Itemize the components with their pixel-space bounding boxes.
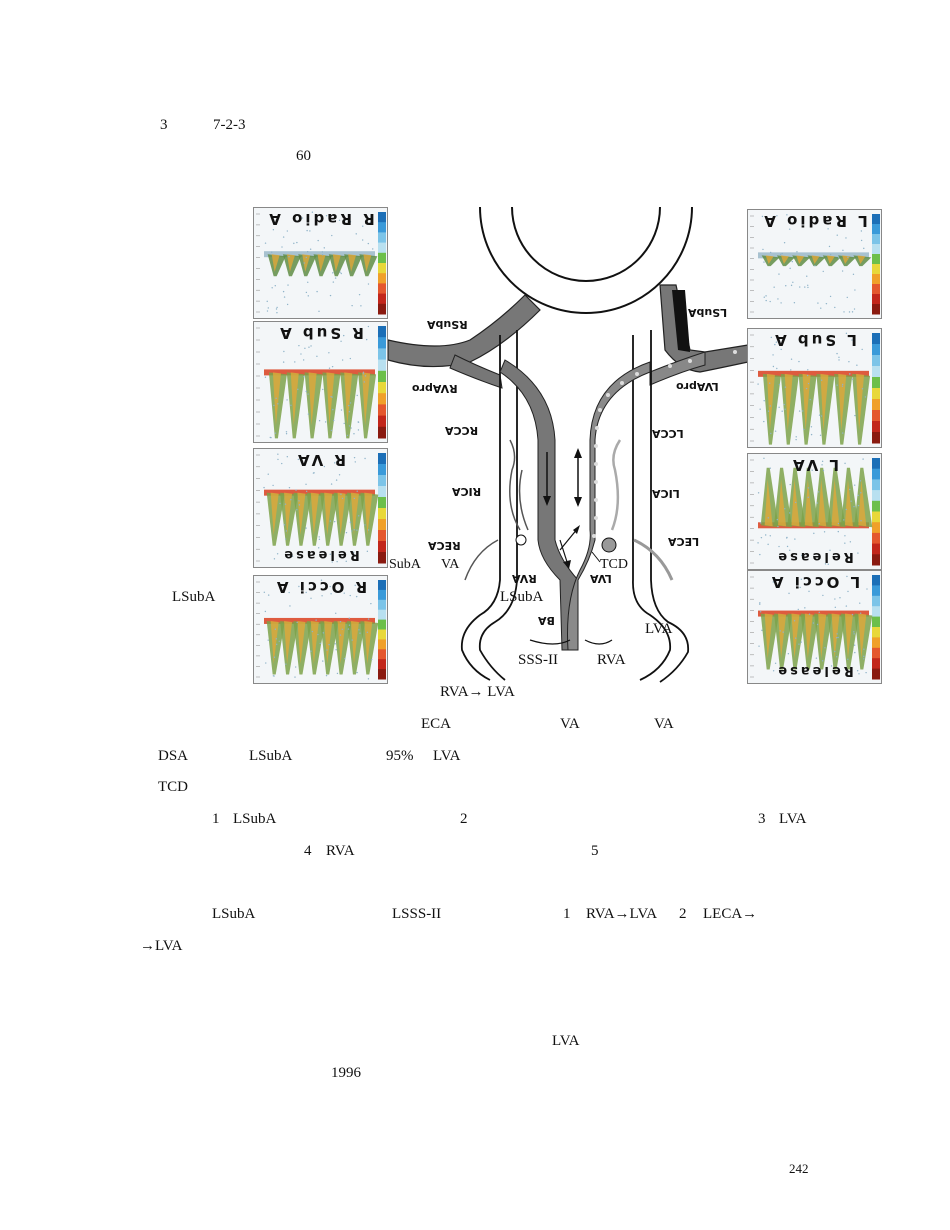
line6-n2: 2 [679,906,687,922]
line4-n2: 2 [460,811,468,827]
line6-lsss: LSSS-II [392,906,442,922]
label-rica: RICA [452,485,482,498]
doppler-panel-left-1: R Radio A [253,207,388,319]
label-lvapro: LVApro [676,380,719,393]
panel-label-right-3: L VA [790,456,839,474]
overlay-rva: RVA [597,652,626,668]
doppler-panel-left-2: R Sub A [253,321,388,443]
line4-n1: 1 [212,811,220,827]
label-rcca: RCCA [445,424,479,437]
doppler-spectrum-left-3 [256,453,386,564]
line5-n5: 5 [591,843,599,859]
section-number: 3 [160,117,168,133]
line2-lva: LVA [433,748,461,764]
overlay-lva: LVA [645,621,673,637]
panel-label-left-3: R VA [295,451,346,469]
doppler-panel-left-3: R VA Release [253,448,388,568]
doppler-panel-right-4: L Occi A Release [747,570,882,684]
label-lcca: LCCA [652,427,684,440]
label-lica: LICA [652,487,680,500]
label-rvapro: RVApro [412,382,458,395]
overlay-lsuba-mid: LSubA [500,589,544,605]
panel-label-left-1: R Radio A [266,210,375,228]
label-rsuba: RSubA [427,318,468,331]
line3-tcd: TCD [158,779,188,795]
line6-lsuba: LSubA [212,906,256,922]
line9-year: 1996 [331,1065,361,1081]
doppler-spectrum-left-1 [256,211,386,315]
figure-ref: 7-2-3 [213,117,246,133]
line6-leca: LECA→ [703,906,758,922]
vessel-diagram [387,206,749,683]
page-number: 242 [789,1161,809,1176]
line5-rva: RVA [326,843,355,859]
line2-lsuba: LSubA [249,748,293,764]
line8-lva: LVA [552,1033,580,1049]
panel-release-right-4: Release [775,663,854,678]
line1-va: VA [560,716,580,732]
figure-subcaption: RVA→ LVA [440,684,515,700]
overlay-sss: SSS-II [518,652,559,668]
label-lsuba: LSubA [688,306,728,319]
doppler-panel-left-4: R Occi A [253,575,388,684]
line6-rvalva: RVA→LVA [586,906,658,922]
caption-suba: SubA [389,557,421,572]
doppler-spectrum-right-4 [750,575,880,680]
doppler-panel-right-3: L VA Release [747,453,882,570]
panel-label-right-4: L Occi A [768,573,861,591]
doppler-spectrum-right-2 [750,332,880,445]
doppler-spectrum-left-4 [256,579,386,680]
line5-n4: 4 [304,843,312,859]
body-number: 60 [296,148,311,164]
line7-lva: →LVA [140,938,183,954]
line6-n1: 1 [563,906,571,922]
line2-dsa: DSA [158,748,189,764]
line1-va2: VA [654,716,674,732]
panel-label-right-2: L Sub A [772,331,857,349]
doppler-spectrum-right-3 [750,457,880,566]
label-lva: LVA [590,572,612,585]
caption-tcd: TCD [600,557,628,572]
panel-label-right-1: L Radio A [761,212,868,230]
label-ba: BA [538,614,555,627]
line4-n3: 3 [758,811,766,827]
label-leca: LECA [668,535,700,548]
doppler-spectrum-right-1 [750,214,880,315]
label-rva: RVA [512,572,537,585]
doppler-panel-right-1: L Radio A [747,209,882,319]
line4-lsuba: LSubA [233,811,277,827]
doppler-spectrum-left-2 [256,325,386,439]
doppler-panel-right-2: L Sub A [747,328,882,448]
line4-lva: LVA [779,811,807,827]
line1-eca: ECA [421,716,451,732]
label-reca: RECA [428,539,461,552]
panel-release-right-3: Release [775,549,854,564]
panel-label-left-2: R Sub A [277,324,364,342]
panel-label-left-4: R Occi A [273,578,368,596]
line2-percent: 95% [386,748,414,764]
panel-release-left-3: Release [281,547,360,562]
overlay-lsuba-left: LSubA [172,589,216,605]
caption-va: VA [441,557,460,572]
